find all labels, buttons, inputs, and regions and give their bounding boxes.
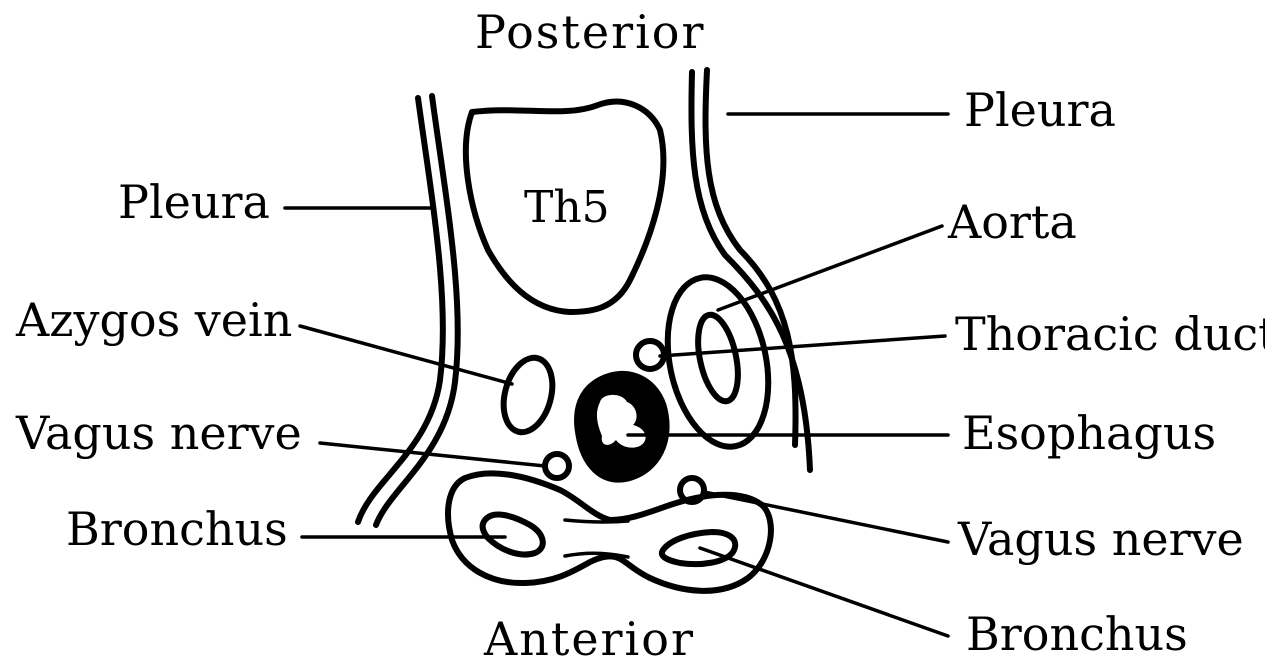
left-pleura-outer — [358, 98, 443, 522]
anterior-label: Anterior — [483, 612, 695, 662]
bronchus-right-label: Bronchus — [966, 607, 1188, 661]
pleura-right-label: Pleura — [964, 83, 1116, 137]
pleura-left-label: Pleura — [118, 175, 270, 229]
vagus-nerve-right-label: Vagus nerve — [957, 512, 1244, 566]
right-pleura-inner — [706, 70, 796, 445]
right-pleura-outer — [691, 72, 810, 470]
thoracic-duct-label: Thoracic duct — [955, 307, 1265, 361]
bronchus-left-label: Bronchus — [66, 502, 288, 556]
azygos-vein-label: Azygos vein — [15, 293, 292, 347]
left-bronchus-lumen — [483, 515, 543, 555]
bronchus-right-leader — [700, 548, 948, 636]
aorta-inner — [691, 311, 745, 405]
vagus-nerve-right-leader — [704, 492, 948, 542]
esophagus-label: Esophagus — [962, 406, 1216, 460]
azygos-vein — [496, 352, 560, 437]
carina-upper — [565, 520, 628, 522]
posterior-label: Posterior — [475, 5, 705, 59]
vagus-nerve-left-label: Vagus nerve — [15, 406, 302, 460]
aorta-label: Aorta — [947, 195, 1077, 249]
aorta-leader — [718, 226, 942, 310]
th5-label: Th5 — [524, 182, 610, 233]
thoracic-duct-leader — [660, 336, 945, 356]
azygos-vein-leader — [300, 326, 512, 384]
vagus-nerve-left-structure — [545, 454, 569, 478]
